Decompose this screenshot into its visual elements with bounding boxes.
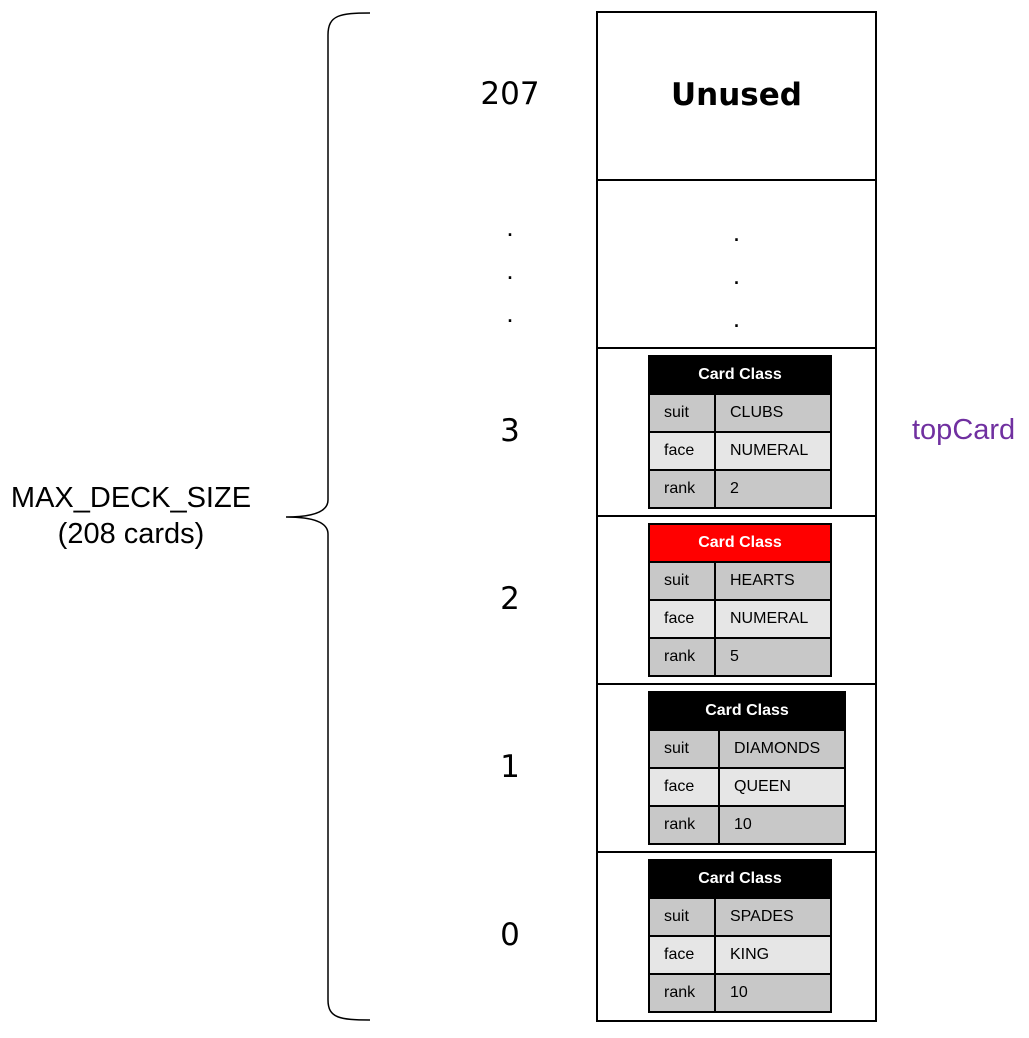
slot-dot: . — [732, 217, 741, 247]
card-class-header: Card Class — [650, 357, 830, 393]
index-3: 3 — [500, 413, 520, 449]
card-class-table: Card Class suit SPADES face KING rank 10 — [648, 859, 832, 1013]
face-label: face — [650, 601, 716, 637]
card-class-header: Card Class — [650, 525, 830, 561]
rank-label: rank — [650, 807, 720, 843]
suit-value: CLUBS — [716, 395, 830, 431]
face-label: face — [650, 433, 716, 469]
suit-label: suit — [650, 731, 720, 767]
face-value: KING — [716, 937, 830, 973]
card-row-face: face KING — [650, 935, 830, 973]
face-label: face — [650, 769, 720, 805]
slot-ellipsis-dots: . . . — [598, 211, 875, 340]
rank-value: 5 — [716, 639, 830, 675]
rank-label: rank — [650, 639, 716, 675]
face-value: NUMERAL — [716, 601, 830, 637]
suit-value: HEARTS — [716, 563, 830, 599]
card-row-suit: suit CLUBS — [650, 393, 830, 431]
face-value: NUMERAL — [716, 433, 830, 469]
card-row-rank: rank 10 — [650, 973, 830, 1011]
slot-2: Card Class suit HEARTS face NUMERAL rank… — [598, 517, 875, 685]
rank-value: 2 — [716, 471, 830, 507]
rank-value: 10 — [716, 975, 830, 1011]
card-class-header: Card Class — [650, 693, 844, 729]
rank-label: rank — [650, 471, 716, 507]
index-207: 207 — [480, 76, 540, 112]
card-row-suit: suit SPADES — [650, 897, 830, 935]
top-card-pointer: topCard — [912, 414, 1016, 446]
slot-ellipsis: . . . — [598, 181, 875, 349]
index-dot: . — [506, 255, 514, 285]
index-dot: . — [506, 298, 514, 328]
unused-label: Unused — [671, 77, 802, 113]
max-deck-size-name: MAX_DECK_SIZE — [10, 482, 252, 514]
suit-value: SPADES — [716, 899, 830, 935]
card-row-suit: suit DIAMONDS — [650, 729, 844, 767]
suit-label: suit — [650, 395, 716, 431]
suit-label: suit — [650, 563, 716, 599]
card-row-face: face NUMERAL — [650, 431, 830, 469]
index-2: 2 — [500, 581, 520, 617]
card-row-suit: suit HEARTS — [650, 561, 830, 599]
deck-size-brace — [285, 12, 371, 1021]
index-0: 0 — [500, 917, 520, 953]
slot-dot: . — [732, 303, 741, 333]
card-row-face: face NUMERAL — [650, 599, 830, 637]
slot-dot: . — [732, 260, 741, 290]
face-value: QUEEN — [720, 769, 844, 805]
slot-3: Card Class suit CLUBS face NUMERAL rank … — [598, 349, 875, 517]
slot-0: Card Class suit SPADES face KING rank 10 — [598, 853, 875, 1021]
slot-207: Unused — [598, 13, 875, 181]
card-row-rank: rank 5 — [650, 637, 830, 675]
index-1: 1 — [500, 749, 520, 785]
suit-label: suit — [650, 899, 716, 935]
index-ellipsis: . . . — [460, 206, 560, 335]
slot-1: Card Class suit DIAMONDS face QUEEN rank… — [598, 685, 875, 853]
card-class-table-highlighted: Card Class suit HEARTS face NUMERAL rank… — [648, 523, 832, 677]
deck-array: Unused . . . Card Class suit CLUBS face … — [596, 11, 877, 1022]
card-row-rank: rank 2 — [650, 469, 830, 507]
face-label: face — [650, 937, 716, 973]
card-row-rank: rank 10 — [650, 805, 844, 843]
rank-label: rank — [650, 975, 716, 1011]
card-class-table: Card Class suit DIAMONDS face QUEEN rank… — [648, 691, 846, 845]
max-deck-size-count: (208 cards) — [57, 518, 205, 550]
card-class-header: Card Class — [650, 861, 830, 897]
suit-value: DIAMONDS — [720, 731, 844, 767]
rank-value: 10 — [720, 807, 844, 843]
card-row-face: face QUEEN — [650, 767, 844, 805]
card-class-table: Card Class suit CLUBS face NUMERAL rank … — [648, 355, 832, 509]
index-dot: . — [506, 212, 514, 242]
max-deck-size-label: MAX_DECK_SIZE (208 cards) — [0, 480, 262, 552]
